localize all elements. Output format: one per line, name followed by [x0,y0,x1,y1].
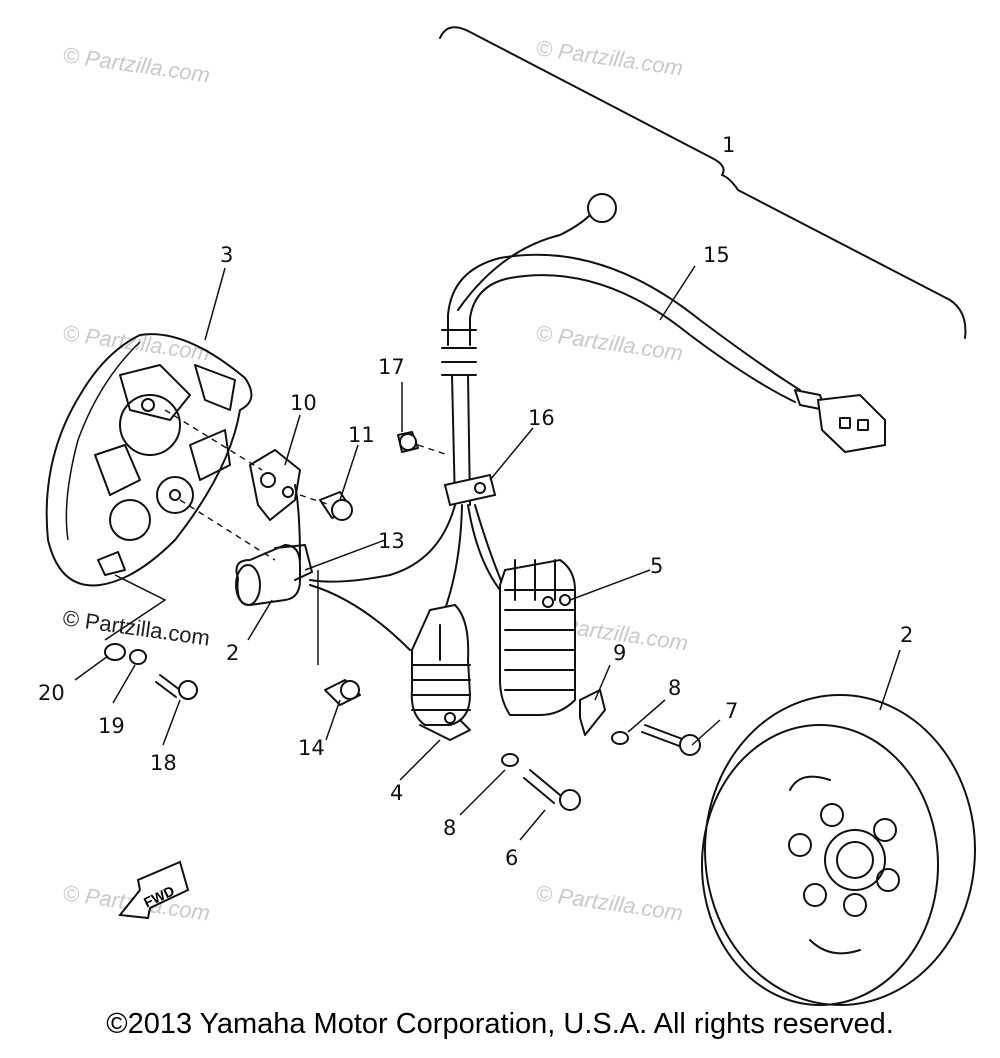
callout-4: 4 [390,781,403,805]
wires [294,484,531,661]
clamp [443,473,497,507]
callout-2-rotor: 2 [900,623,913,647]
callout-15: 15 [703,243,730,267]
callout-11: 11 [348,423,375,447]
leader-lines [74,265,901,841]
callout-13: 13 [378,529,405,553]
watermark: © Partzilla.com [61,605,211,650]
wiring-harness [441,193,886,506]
lighting-coil [499,558,576,716]
screw-14 [317,570,361,706]
callout-8a: 8 [668,676,681,700]
callout-18: 18 [150,751,177,775]
callout-1: 1 [722,133,735,157]
callout-7: 7 [725,699,738,723]
callout-14: 14 [298,736,325,760]
leader-base [104,574,167,641]
screw-17 [397,431,449,456]
callout-17: 17 [378,355,405,379]
flywheel-rotor [701,694,976,1006]
screw-11 [319,491,353,521]
washer-8a [501,753,519,767]
contact-breaker [164,409,331,521]
condenser [179,499,313,607]
washer-19 [129,649,147,665]
copyright-notice: ©2013 Yamaha Motor Corporation, U.S.A. A… [106,1008,894,1040]
callout-19: 19 [98,714,125,738]
callout-10: 10 [290,391,317,415]
watermark: © Partzilla.com [534,320,684,365]
clip-9 [579,689,606,736]
screw-7 [641,724,701,756]
assembly-bracket [439,26,967,339]
callout-3: 3 [220,243,233,267]
source-coil [410,603,472,741]
forward-arrow-icon: FWD [118,860,190,920]
screw-18 [155,674,198,700]
watermark: © Partzilla.com [61,42,211,87]
callout-16: 16 [528,406,555,430]
watermark: © Partzilla.com [534,880,684,925]
callout-12: 2 [226,641,239,665]
callout-9: 9 [613,641,626,665]
callout-5: 5 [650,554,663,578]
screw-6 [523,769,581,811]
watermark: © Partzilla.com [534,35,684,80]
callout-labels: 1 2 3 4 5 6 7 8 8 9 10 11 2 13 14 15 16 … [38,133,913,870]
callout-8b: 8 [443,816,456,840]
callout-20: 20 [38,681,65,705]
stator-base-plate [45,333,253,587]
callout-6: 6 [505,846,518,870]
washer-20 [104,643,126,661]
washer-8b [611,731,629,745]
watermark-layer: © Partzilla.com © Partzilla.com © Partzi… [61,35,689,925]
